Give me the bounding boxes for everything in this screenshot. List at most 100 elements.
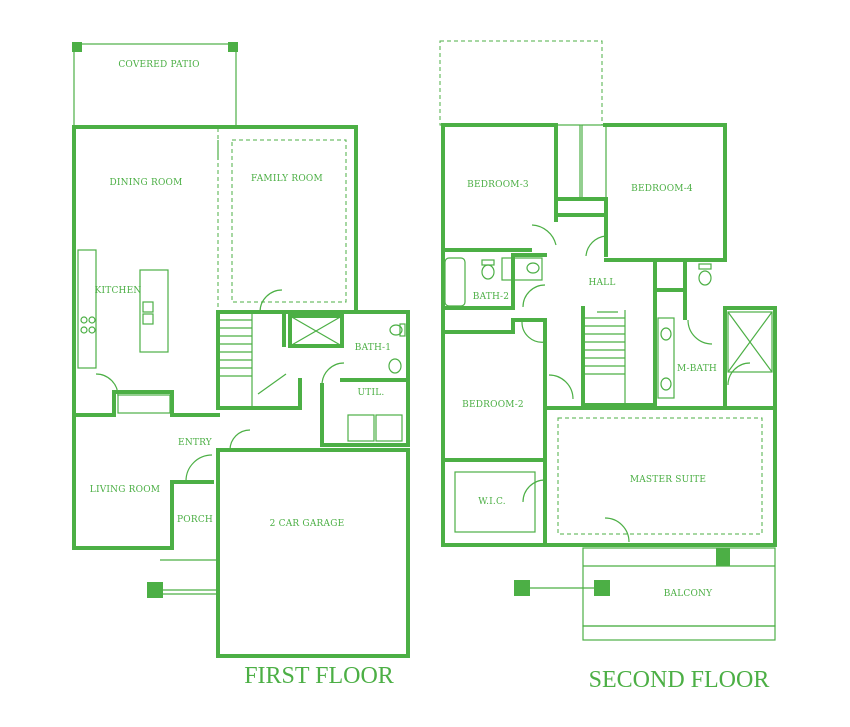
door-swing [687,319,713,345]
shower-enclosure [288,314,344,348]
sink-icon [142,313,154,325]
stove-burner-icon [80,326,88,334]
wic-label: W.I.C. [478,497,506,507]
lavatory-icon [660,327,672,341]
covered-patio-label: COVERED PATIO [118,60,199,70]
wic-shelf [454,471,536,533]
stair-wall [216,310,302,410]
door-swing [259,289,283,313]
entry-label: ENTRY [178,438,213,448]
balcony-post [594,580,610,596]
entry-door-swing [185,454,213,482]
bathtub-icon [444,257,466,307]
stove-burner-icon [88,316,96,324]
balcony-rail [582,625,776,641]
interior-wall [72,390,220,417]
master-suite-wall [543,406,777,547]
master-suite-label: MASTER SUITE [630,475,706,485]
master-ceiling [557,417,763,535]
door-swing [95,373,119,397]
bedroom-2-label: BEDROOM-2 [462,400,524,410]
exterior-wall [72,480,214,550]
garage-label: 2 CAR GARAGE [270,519,345,529]
first-floor-plan: COVERED PATIO DINING ROOM FAMILY ROOM KI… [72,42,410,689]
exterior-wall [603,123,727,262]
living-room-label: LIVING ROOM [90,485,160,495]
shower-drain-line [289,315,343,347]
toilet-tank-icon [698,263,712,270]
stove-burner-icon [80,316,88,324]
balcony-post [716,548,730,566]
linen-closet-wall [554,197,608,217]
m-bath-wall [653,258,687,292]
m-bath-label: M-BATH [677,364,717,374]
door-swing [604,517,630,543]
stove-burner-icon [88,326,96,334]
lavatory-icon [388,358,402,374]
kitchen-island [139,269,169,353]
stair-treads [585,310,626,403]
exterior-wall [72,125,358,314]
balcony-label: BALCONY [664,589,713,599]
bath-2-label: BATH-2 [473,292,509,302]
interior-wall [250,310,286,347]
door-swing [727,362,751,386]
lavatory-icon [526,262,540,274]
covered-patio-outline [73,43,237,127]
toilet-icon [389,324,403,336]
door-swing [522,479,546,503]
closet-outline [581,124,607,200]
stair-treads [220,314,287,406]
bath-1-label: BATH-1 [355,343,391,353]
vanity-counter [657,317,675,399]
toilet-icon [481,264,495,280]
garage-wall [216,448,410,658]
service-block-wall [284,310,410,447]
exterior-wall [441,123,558,222]
porch-post [514,580,530,596]
patio-post [72,42,82,52]
door-swing [521,321,546,343]
hall-label: HALL [588,278,615,288]
bedroom-4-label: BEDROOM-4 [631,184,693,194]
m-bath-wall [653,288,777,410]
toilet-tank-icon [399,323,406,337]
exterior-wall [441,406,585,547]
patio-roof-outline [439,40,603,126]
family-room-label: FAMILY ROOM [251,174,323,184]
second-floor-title: SECOND FLOOR [589,667,770,693]
family-room-ceiling [231,139,347,303]
pantry-shelf [117,394,171,414]
porch-label: PORCH [177,515,213,525]
shower-drain-line [727,311,773,373]
porch-post [147,582,163,598]
first-floor-title: FIRST FLOOR [244,663,394,689]
dining-room-label: DINING ROOM [109,178,182,188]
toilet-tank-icon [481,259,495,266]
lavatory-icon [660,377,672,391]
kitchen-label: KITCHEN [95,286,142,296]
bath-2-wall [441,253,547,310]
door-swing [585,235,607,257]
door-swing [229,429,251,451]
closet-outline [555,124,581,200]
shower-enclosure [727,311,773,373]
door-swing [531,224,557,246]
door-swing [548,374,574,400]
toilet-icon [698,270,712,286]
door-swing [321,362,345,386]
interior-wall [441,318,547,410]
kitchen-counter [77,249,97,369]
sink-icon [142,301,154,313]
balcony-outline [582,547,776,627]
washer-icon [347,414,375,442]
patio-post [228,42,238,52]
second-floor-plan: BEDROOM-3 BEDROOM-4 HALL BATH-2 M-BATH B… [439,40,777,693]
bedroom-3-label: BEDROOM-3 [467,180,529,190]
vanity-counter [501,257,543,281]
util-label: UTIL. [358,388,385,398]
stair-wall [581,306,657,407]
door-swing [522,284,546,308]
dryer-icon [375,414,403,442]
